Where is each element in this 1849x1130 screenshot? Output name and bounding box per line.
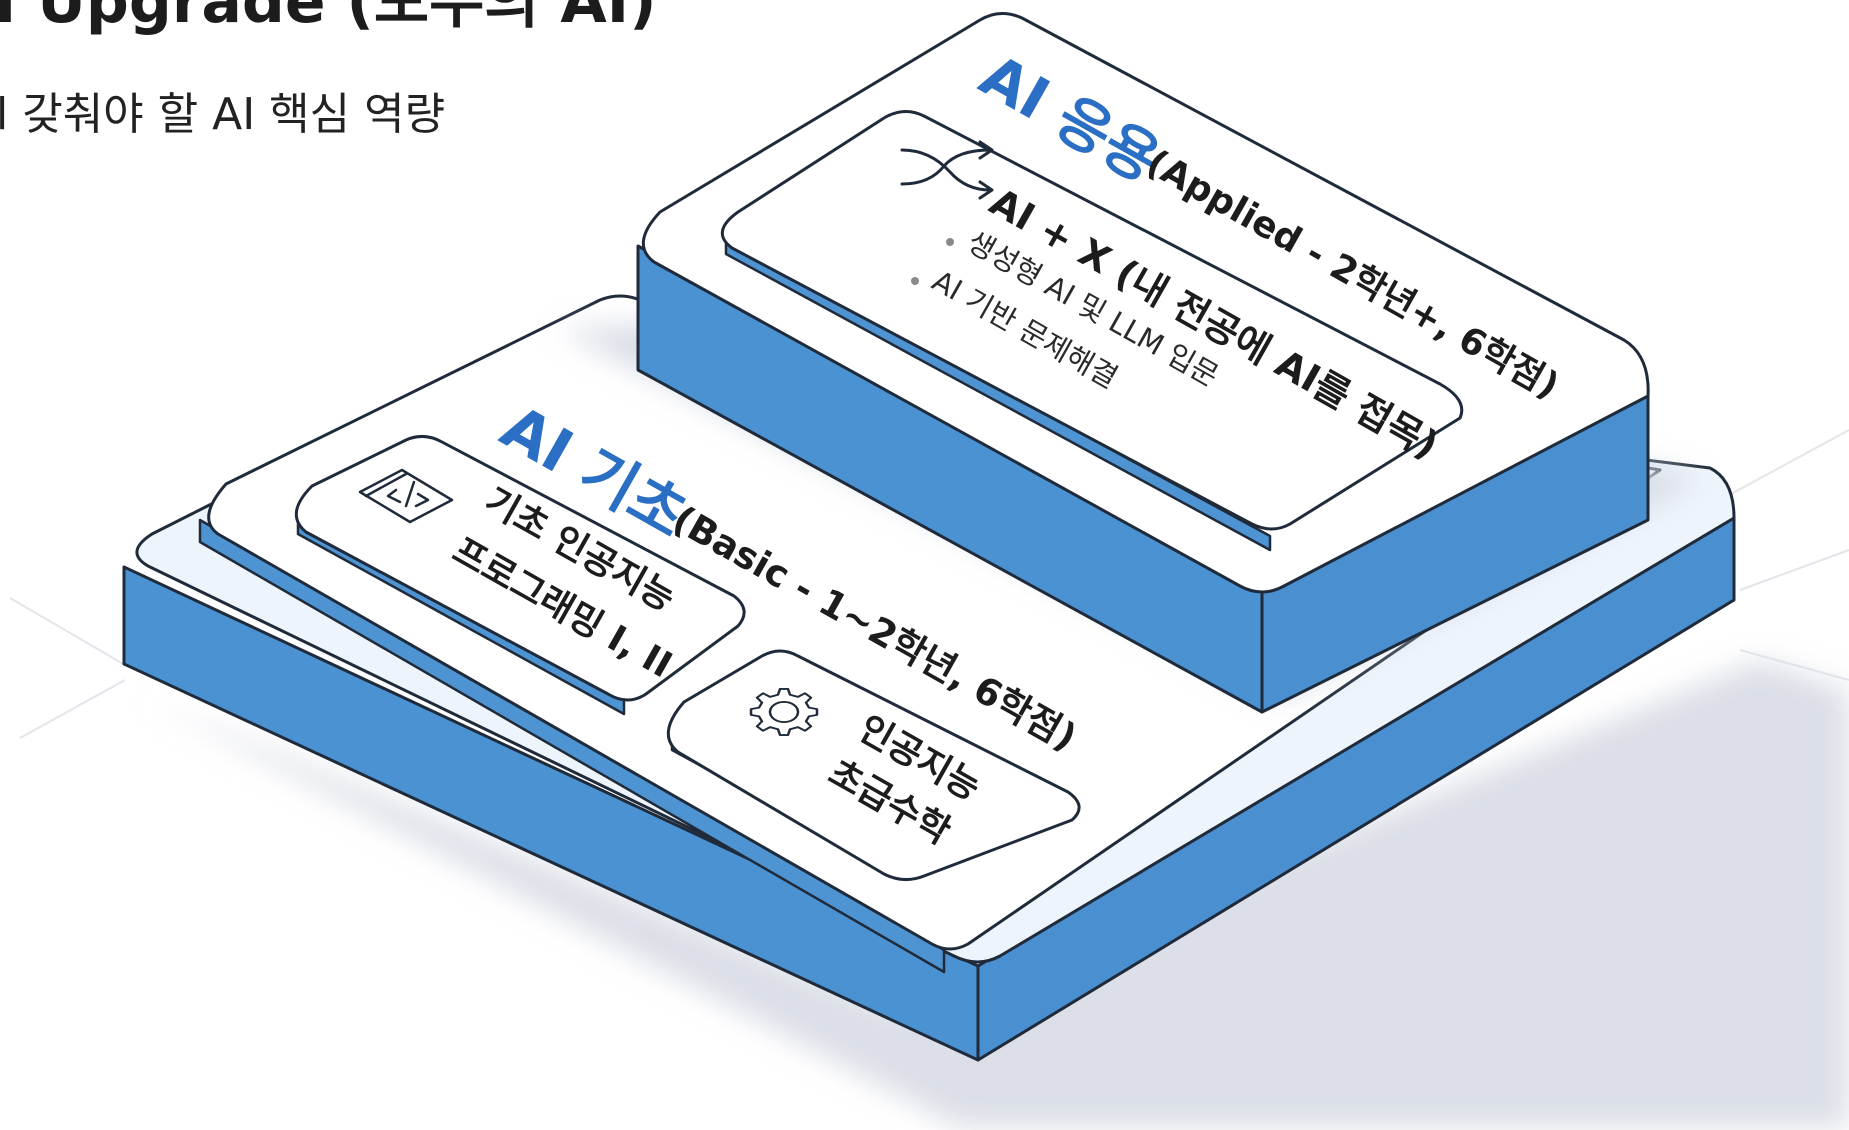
gear-icon [749,688,819,736]
ground-shadow [150,660,1849,1128]
shuffle-arrows-icon [900,140,994,200]
background-grid-lines [9,429,1849,739]
bullet-dot [911,277,919,285]
bullet-dot [946,238,954,246]
basic-card-programming: 기초 인공지능 프로그래밍 I, II [295,435,746,716]
code-window-icon [358,468,454,524]
page-subtitle: l 갖춰야 할 AI 핵심 역량 [0,89,446,140]
page-title: I Upgrade (모두의 AI) [0,0,657,37]
applied-card-top [721,110,1464,531]
